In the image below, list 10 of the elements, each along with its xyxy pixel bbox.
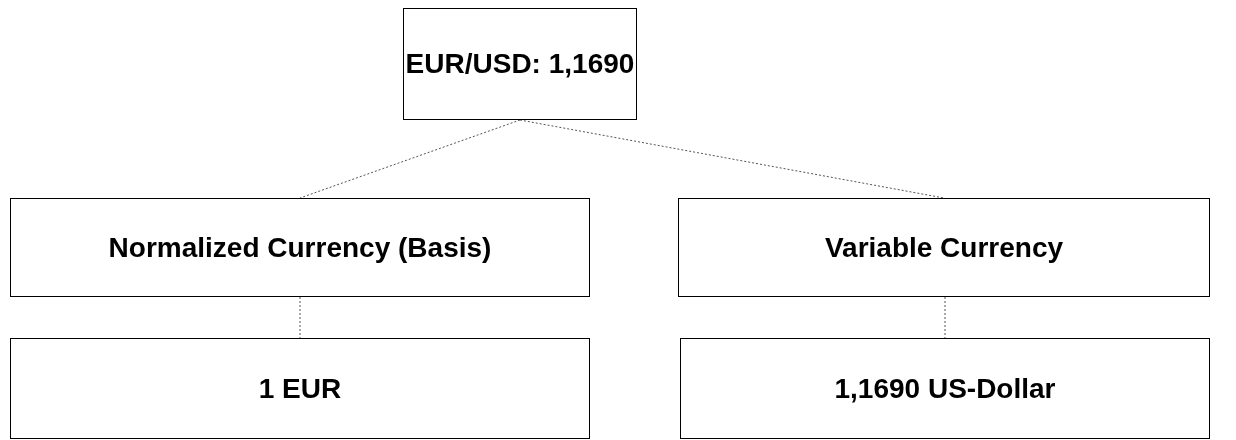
text-box (680, 338, 1210, 439)
box-label: EUR/USD: 1,1690 (405, 48, 635, 80)
box-label: 1,1690 US-Dollar (834, 372, 1056, 405)
text-box (10, 198, 590, 297)
box-label: Normalized Currency (Basis) (108, 231, 492, 264)
text-box (10, 338, 590, 439)
box-label: Variable Currency (824, 231, 1064, 264)
text-box (678, 198, 1210, 297)
box-label: 1 EUR (258, 372, 342, 405)
text-box (403, 8, 637, 120)
